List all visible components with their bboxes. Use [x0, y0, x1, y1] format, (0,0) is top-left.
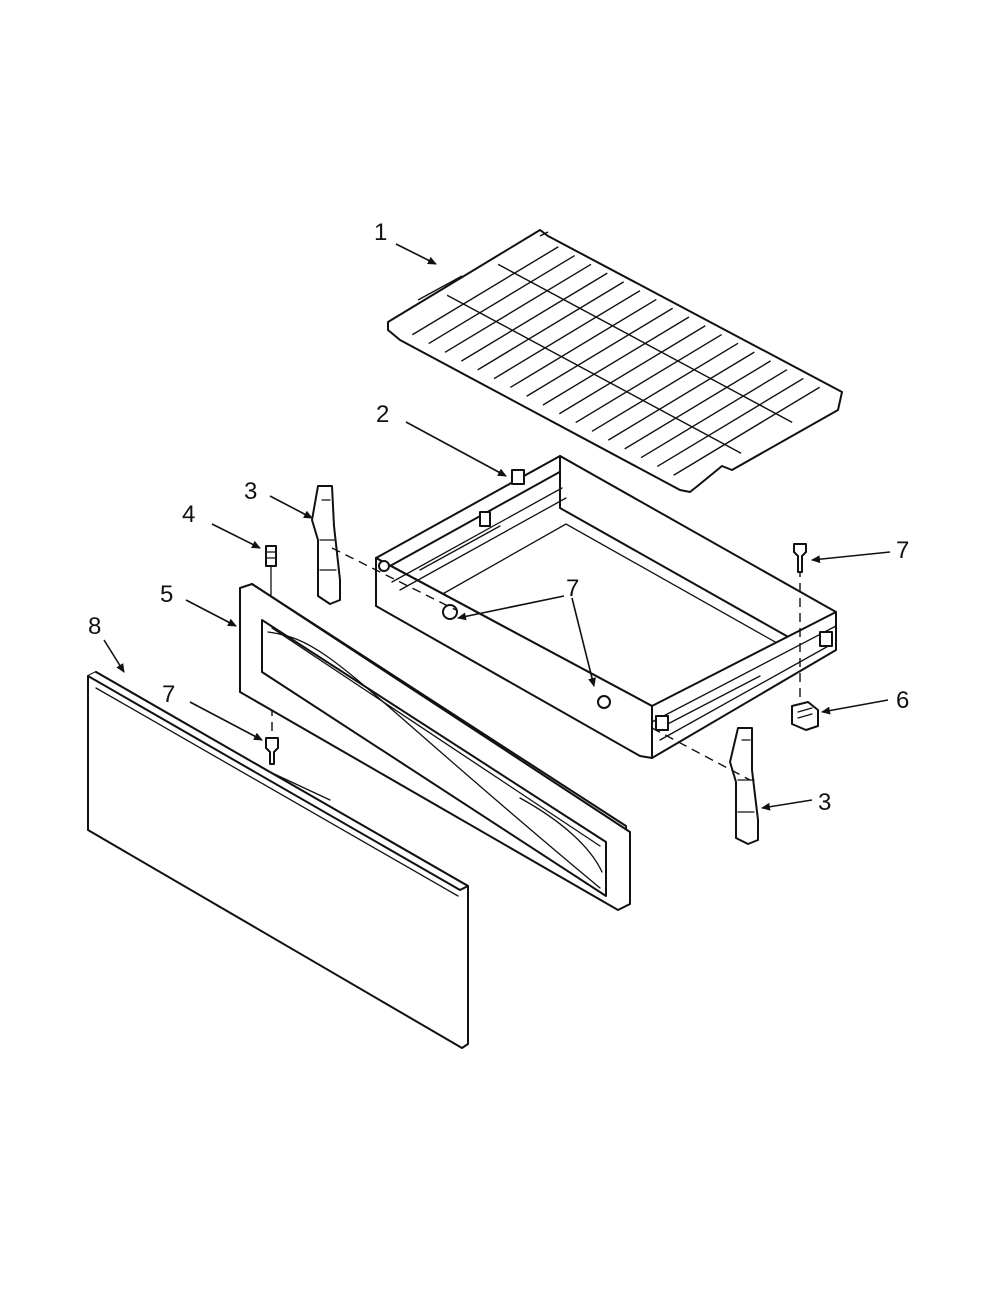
callout-slide-right: 3 [818, 789, 831, 816]
clip [791, 701, 819, 731]
rack-wire [509, 298, 657, 389]
rack-wire [624, 360, 772, 450]
alignment-line-right [651, 727, 751, 781]
rack-wire [656, 377, 804, 468]
rack-wire [542, 316, 690, 406]
outer-panel [87, 671, 469, 1049]
callout-rack: 1 [374, 219, 387, 246]
rack-wire [558, 325, 706, 415]
alignment-line-left [331, 547, 457, 611]
rack-wire [575, 333, 723, 424]
slide-right [729, 727, 759, 845]
screw-front [265, 737, 279, 765]
rack-wire [460, 272, 608, 362]
rack-wire [607, 351, 755, 441]
oven-rack [387, 229, 843, 493]
callout-clip: 6 [896, 687, 909, 714]
rack-wire [640, 369, 788, 459]
callout-outer-panel: 8 [88, 613, 101, 640]
rack-wires [411, 246, 821, 476]
rack-wire [411, 246, 559, 336]
pin [265, 545, 277, 597]
rack-wire [428, 254, 576, 345]
callout-screw-front: 7 [162, 681, 175, 708]
callout-pin: 4 [182, 501, 195, 528]
rack-wire [493, 290, 641, 380]
leader-arrows [103, 243, 891, 811]
rack-wire [591, 342, 739, 432]
drawer-front [239, 583, 631, 911]
callout-screw-right: 7 [896, 537, 909, 564]
rack-cross-wire [497, 263, 793, 424]
screw-right [793, 543, 807, 573]
rack-wire [526, 307, 674, 397]
callout-drawer-box: 2 [376, 401, 389, 428]
rack-wire [673, 386, 821, 476]
callout-drawer-front: 5 [160, 581, 173, 608]
drawer-box [375, 455, 837, 759]
slide-left [311, 485, 341, 605]
rack-cross-wire [446, 294, 742, 454]
rack-wire [477, 281, 625, 371]
callout-slide-left: 3 [244, 478, 257, 505]
callout-screws-center: 7 [566, 575, 579, 602]
rack-wire [444, 263, 592, 353]
